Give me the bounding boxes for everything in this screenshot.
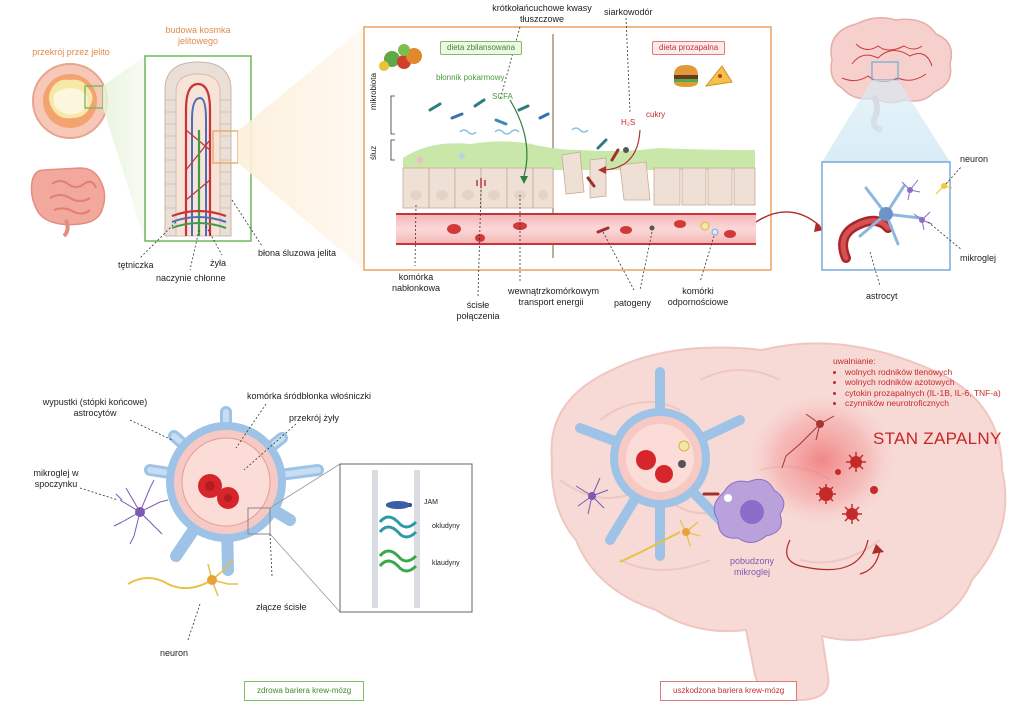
tight-junctions-label: ścisłe połączenia: [456, 300, 500, 321]
fastfood-icon: [674, 65, 733, 87]
pathogens-label: patogeny: [614, 298, 652, 308]
zoom-connector-3: [822, 80, 950, 162]
vegetables-icon: [379, 44, 422, 71]
astrocyte-label: astrocyt: [866, 291, 898, 301]
release-item: wolnych rodników tlenowych: [845, 367, 1001, 378]
endothelial-label: komórka śródbłonka włośniczki: [247, 391, 372, 401]
jam-label: JAM: [424, 499, 438, 506]
astro-feet-label: wypustki (stópki końcowe) astrocytów: [42, 397, 148, 418]
resting-microglia-label: mikroglej w spoczynku: [33, 468, 79, 489]
h2s-label: siarkowodór: [604, 7, 653, 17]
lymph-label: naczynie chłonne: [156, 273, 226, 283]
zoom-connector-2: [238, 27, 364, 270]
vein-label: żyła: [210, 258, 227, 268]
inflammation-title: STAN ZAPALNY: [873, 429, 1002, 448]
brain-cell-panel: [821, 161, 951, 271]
diet-balanced-tag: dieta zbilansowana: [440, 41, 523, 55]
release-title: uwalnianie:: [833, 356, 876, 366]
microbiota-label: mikrobiota: [369, 73, 378, 110]
sugars-label: cukry: [646, 110, 666, 119]
intestines-icon: [30, 167, 106, 238]
occludins-label: okludyny: [432, 523, 460, 530]
h2s-symbol-label: H₂S: [621, 118, 636, 127]
release-item: czynników neurotroficznych: [845, 398, 1001, 409]
villus-title: budowa kosmka jelitowego: [165, 25, 231, 46]
scfa-label: SCFA: [492, 92, 513, 101]
activated-microglia-label: pobudzony mikroglej: [729, 556, 775, 577]
villus-panel: [144, 55, 252, 242]
claudins-label: klaudyny: [432, 560, 460, 567]
neuron-bottom-label: neuron: [160, 648, 189, 658]
fiber-label: błonnik pokarmowy: [436, 73, 505, 82]
healthy-bbb-caption: zdrowa bariera krew-mózg: [244, 681, 365, 701]
tight-junction-label: złącze ścisłe: [256, 602, 307, 612]
healthy-bbb-diagram: [113, 406, 324, 597]
gut-cross-section: [32, 63, 108, 139]
zoom-connector: [103, 56, 145, 241]
release-item: wolnych rodników azotowych: [845, 377, 1001, 388]
mucosa-label: błona śluzowa jelita: [258, 248, 337, 258]
gut-cross-section-label: przekrój przez jelito: [32, 47, 110, 57]
tight-junction-detail: [339, 463, 473, 613]
scfa-full-label: krótkołańcuchowe kwasy tłuszczowe: [492, 3, 592, 24]
transport-label: wewnątrzkomórkowym transport energii: [508, 286, 600, 307]
release-item: cytokin prozapalnych (IL-1B, IL-6, TNF-a…: [845, 388, 1001, 399]
damaged-bbb-caption: uszkodzona bariera krew-mózg: [660, 681, 798, 701]
gut-panel: [363, 26, 772, 271]
neuron-top-label: neuron: [960, 154, 989, 164]
artery-label: tętniczka: [118, 260, 154, 270]
release-list: uwalnianie: wolnych rodników tlenowych w…: [833, 356, 1001, 409]
diet-inflammatory-tag: dieta prozapalna: [652, 41, 726, 55]
epithelial-label: komórka nabłonkowa: [391, 272, 441, 293]
immune-label: komórki odpornościowe: [667, 286, 729, 307]
vein-section-label: przekrój żyły: [289, 413, 340, 423]
microglia-top-label: mikroglej: [960, 253, 997, 263]
mucus-label: śluz: [369, 145, 378, 160]
damaged-brain: [550, 342, 1007, 702]
